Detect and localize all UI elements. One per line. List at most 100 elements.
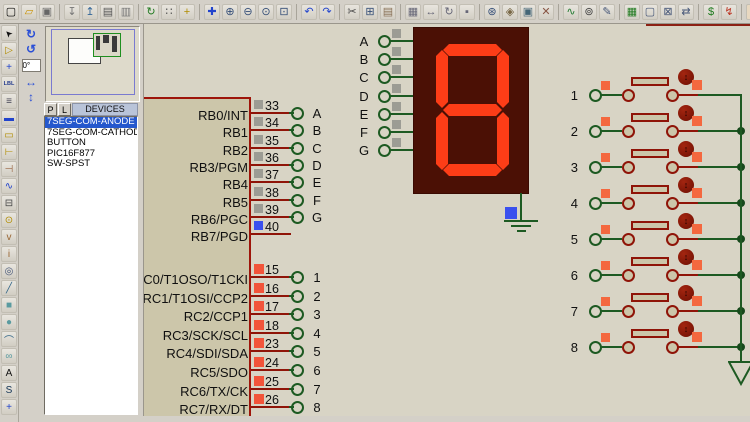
text-script-mode-icon[interactable]: ≡ xyxy=(1,93,17,109)
chip-pin-stub[interactable] xyxy=(251,181,289,184)
chip-pin-stub[interactable] xyxy=(251,406,289,409)
pan-icon[interactable]: ✚ xyxy=(204,3,220,20)
display-wire[interactable] xyxy=(390,76,413,79)
port-terminal[interactable] xyxy=(291,382,304,396)
button-contact-left[interactable] xyxy=(622,341,635,354)
switch-wire-right[interactable] xyxy=(698,274,741,276)
save-icon[interactable]: ▣ xyxy=(39,3,55,20)
generator-mode-icon[interactable]: ⊙ xyxy=(1,212,17,228)
ground-wire-vertical[interactable] xyxy=(520,193,522,220)
cut-icon[interactable]: ✂ xyxy=(344,3,360,20)
button-actuator[interactable]: ↕ xyxy=(678,321,694,337)
switch-wire-right[interactable] xyxy=(698,310,741,312)
display-wire[interactable] xyxy=(390,149,413,152)
chip-pin-stub[interactable] xyxy=(251,163,289,166)
button-actuator[interactable]: ↕ xyxy=(678,69,694,85)
switch-wire-left[interactable] xyxy=(601,166,622,168)
origin-icon[interactable]: + xyxy=(179,3,195,20)
make-device-icon[interactable]: ◈ xyxy=(502,3,518,20)
port-terminal[interactable] xyxy=(291,308,304,322)
button-bar[interactable] xyxy=(631,113,669,122)
button-bar[interactable] xyxy=(631,77,669,86)
button-contact-left[interactable] xyxy=(622,269,635,282)
port-terminal[interactable] xyxy=(291,124,304,138)
device-list-item[interactable]: 7SEG-COM-ANODE xyxy=(45,117,137,128)
switch-wire-left[interactable] xyxy=(601,238,622,240)
switch-wire-right[interactable] xyxy=(698,202,741,204)
button-actuator[interactable]: ↕ xyxy=(678,177,694,193)
refresh-icon[interactable]: ↻ xyxy=(143,3,159,20)
port-terminal[interactable] xyxy=(291,210,304,224)
pick-device-icon[interactable]: ⊛ xyxy=(484,3,500,20)
chip-pin-stub[interactable] xyxy=(251,276,289,278)
switch-wire-left[interactable] xyxy=(601,202,622,204)
chip-pin-stub[interactable] xyxy=(251,129,289,132)
erc-icon[interactable]: ↯ xyxy=(721,3,737,20)
chip-pin-stub[interactable] xyxy=(251,215,289,218)
port-terminal[interactable] xyxy=(291,345,304,359)
packaging-tool-icon[interactable]: ▣ xyxy=(520,3,536,20)
wire-label-mode-icon[interactable]: LBL xyxy=(1,76,17,92)
switch-wire-left[interactable] xyxy=(601,94,622,96)
print-icon[interactable]: ▤ xyxy=(100,3,116,20)
undo-icon[interactable]: ↶ xyxy=(301,3,317,20)
button-bar[interactable] xyxy=(631,257,669,266)
device-list-item[interactable]: BUTTON xyxy=(47,137,86,148)
switch-wire-red[interactable] xyxy=(678,310,698,312)
chip-pin-stub[interactable] xyxy=(251,387,289,390)
port-terminal[interactable] xyxy=(291,193,304,207)
copy-icon[interactable]: ⊞ xyxy=(362,3,378,20)
2d-marker-icon[interactable]: + xyxy=(1,399,17,415)
bill-of-materials-icon[interactable]: $ xyxy=(703,3,719,20)
2d-symbol-icon[interactable]: S xyxy=(1,382,17,398)
device-pins-mode-icon[interactable]: ⊣ xyxy=(1,161,17,177)
mirror-vertical-icon[interactable]: ↕ xyxy=(28,90,34,104)
grid-icon[interactable]: ∷ xyxy=(161,3,177,20)
decompose-icon[interactable]: ✕ xyxy=(538,3,554,20)
chip-pin-stub[interactable] xyxy=(251,331,289,334)
switch-wire-right[interactable] xyxy=(698,130,741,132)
component-mode-icon[interactable]: ▷ xyxy=(1,42,17,58)
switch-wire-left[interactable] xyxy=(601,274,622,276)
chip-pin-stub[interactable] xyxy=(251,146,289,149)
rotate-anticlockwise-icon[interactable]: ↺ xyxy=(25,42,37,56)
goto-sheet-icon[interactable]: ⇄ xyxy=(678,3,694,20)
block-copy-icon[interactable]: ▦ xyxy=(405,3,421,20)
block-delete-icon[interactable]: ▪ xyxy=(459,3,475,20)
switch-wire-left[interactable] xyxy=(601,130,622,132)
bus-mode-icon[interactable]: ▬ xyxy=(1,110,17,126)
new-sheet-icon[interactable]: ▢ xyxy=(642,3,658,20)
mirror-horizontal-icon[interactable]: ↔ xyxy=(25,75,37,89)
button-contact-left[interactable] xyxy=(622,89,635,102)
device-list-item[interactable]: PIC16F877 xyxy=(47,147,96,159)
display-wire[interactable] xyxy=(390,131,413,133)
mark-output-icon[interactable]: ▥ xyxy=(118,3,134,20)
button-actuator[interactable]: ↕ xyxy=(678,213,694,229)
property-assignment-icon[interactable]: ✎ xyxy=(599,3,615,20)
redo-icon[interactable]: ↷ xyxy=(319,3,335,20)
port-terminal[interactable] xyxy=(291,271,304,284)
new-file-icon[interactable]: ▢ xyxy=(3,3,19,20)
chip-pin-stub[interactable] xyxy=(251,112,289,114)
graph-mode-icon[interactable]: ∿ xyxy=(1,178,17,194)
switch-wire-red[interactable] xyxy=(678,166,698,168)
rotation-angle-input[interactable] xyxy=(21,59,41,72)
rotate-clockwise-icon[interactable]: ↻ xyxy=(25,27,37,41)
button-bar[interactable] xyxy=(631,293,669,302)
voltage-probe-icon[interactable]: v xyxy=(1,229,17,245)
switch-wire-right[interactable] xyxy=(698,166,741,168)
button-contact-left[interactable] xyxy=(622,125,635,138)
2d-arc-icon[interactable]: ⌒ xyxy=(1,331,17,347)
ares-netlist-icon[interactable]: ■ xyxy=(746,3,750,20)
button-bar[interactable] xyxy=(631,149,669,158)
import-section-icon[interactable]: ↧ xyxy=(64,3,80,20)
overview-window[interactable] xyxy=(45,26,140,102)
display-wire[interactable] xyxy=(390,94,413,97)
2d-path-icon[interactable]: ∞ xyxy=(1,348,17,364)
junction-dot-mode-icon[interactable]: + xyxy=(1,59,17,75)
zoom-area-icon[interactable]: ⊡ xyxy=(276,3,292,20)
button-contact-left[interactable] xyxy=(622,161,635,174)
zoom-in-icon[interactable]: ⊕ xyxy=(222,3,238,20)
port-terminal[interactable] xyxy=(291,326,304,340)
